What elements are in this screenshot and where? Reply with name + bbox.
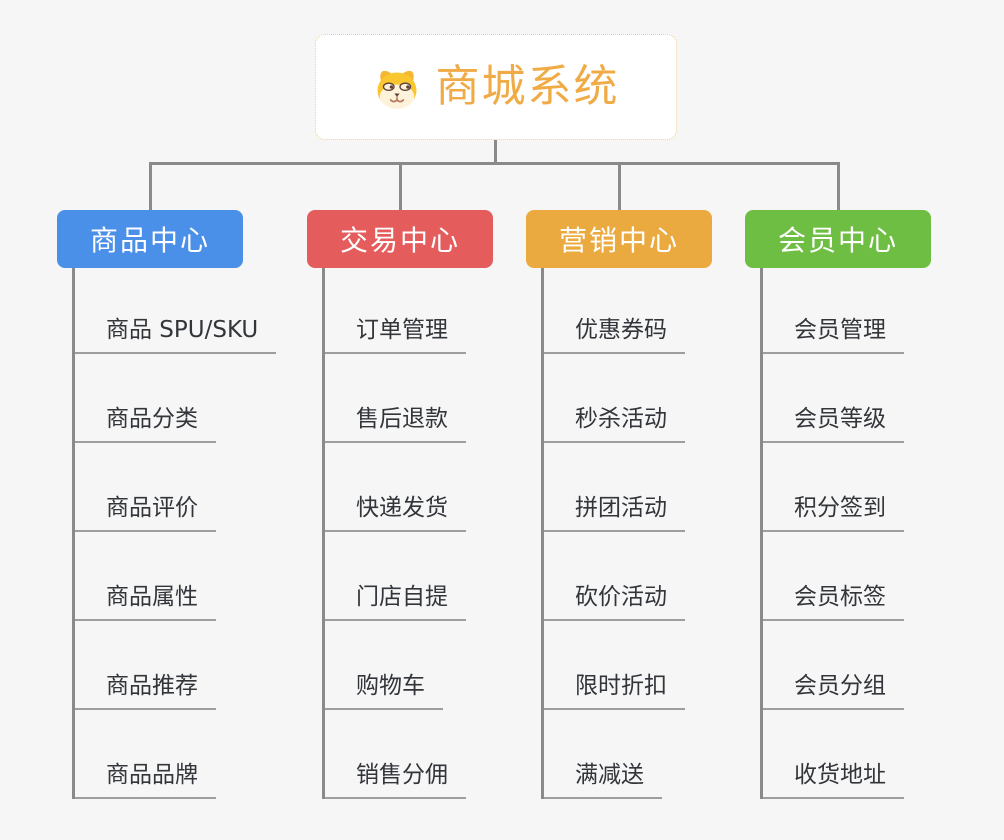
dog-face-icon (373, 65, 421, 110)
child-row: 商品评价 (57, 443, 317, 532)
child-topic[interactable]: 会员标签 (761, 584, 904, 621)
child-topic[interactable]: 商品评价 (73, 495, 216, 532)
child-topic[interactable]: 销售分佣 (323, 762, 466, 799)
branch-column: 营销中心优惠券码秒杀活动拼团活动砍价活动限时折扣满减送 (526, 210, 786, 799)
child-row: 商品属性 (57, 532, 317, 621)
child-row: 销售分佣 (307, 710, 567, 799)
branch-column: 交易中心订单管理售后退款快递发货门店自提购物车销售分佣 (307, 210, 567, 799)
branch-spine-line (541, 268, 544, 799)
child-topic[interactable]: 商品品牌 (73, 762, 216, 799)
root-node[interactable]: 商城系统 (315, 34, 677, 140)
child-row: 售后退款 (307, 354, 567, 443)
child-row: 收货地址 (745, 710, 1004, 799)
child-row: 满减送 (526, 710, 786, 799)
child-row: 秒杀活动 (526, 354, 786, 443)
root-title: 商城系统 (435, 61, 620, 112)
child-row: 商品品牌 (57, 710, 317, 799)
branch-node[interactable]: 会员中心 (745, 210, 931, 268)
child-topic[interactable]: 商品分类 (73, 406, 216, 443)
branch-spine-line (760, 268, 763, 799)
child-row: 限时折扣 (526, 621, 786, 710)
child-topic[interactable]: 会员分组 (761, 673, 904, 710)
root-stem-line (494, 140, 497, 162)
child-row: 会员等级 (745, 354, 1004, 443)
child-topic[interactable]: 限时折扣 (542, 673, 685, 710)
branch-spine-line (322, 268, 325, 799)
branch-drop-line (149, 162, 152, 210)
branch-drop-line (837, 162, 840, 210)
child-topic[interactable]: 拼团活动 (542, 495, 685, 532)
child-topic[interactable]: 门店自提 (323, 584, 466, 621)
branch-column: 商品中心商品 SPU/SKU 商品分类商品评价商品属性商品推荐商品品牌 (57, 210, 317, 799)
child-topic[interactable]: 优惠券码 (542, 317, 685, 354)
child-topic[interactable]: 快递发货 (323, 495, 466, 532)
child-row: 购物车 (307, 621, 567, 710)
child-topic[interactable]: 购物车 (323, 673, 443, 710)
child-row: 商品分类 (57, 354, 317, 443)
child-row: 砍价活动 (526, 532, 786, 621)
branch-node[interactable]: 商品中心 (57, 210, 243, 268)
child-row: 会员管理 (745, 268, 1004, 354)
child-row: 拼团活动 (526, 443, 786, 532)
child-row: 积分签到 (745, 443, 1004, 532)
child-topic[interactable]: 售后退款 (323, 406, 466, 443)
child-row: 会员分组 (745, 621, 1004, 710)
branch-rail-line (149, 162, 839, 165)
child-topic[interactable]: 订单管理 (323, 317, 466, 354)
branch-node[interactable]: 交易中心 (307, 210, 493, 268)
child-topic[interactable]: 会员管理 (761, 317, 904, 354)
child-row: 订单管理 (307, 268, 567, 354)
child-row: 优惠券码 (526, 268, 786, 354)
branch-drop-line (618, 162, 621, 210)
child-topic[interactable]: 积分签到 (761, 495, 904, 532)
child-row: 快递发货 (307, 443, 567, 532)
child-topic[interactable]: 商品推荐 (73, 673, 216, 710)
child-row: 商品推荐 (57, 621, 317, 710)
branch-drop-line (399, 162, 402, 210)
child-topic[interactable]: 会员等级 (761, 406, 904, 443)
child-row: 商品 SPU/SKU (57, 268, 317, 354)
child-topic[interactable]: 秒杀活动 (542, 406, 685, 443)
child-topic[interactable]: 砍价活动 (542, 584, 685, 621)
child-row: 会员标签 (745, 532, 1004, 621)
branch-column: 会员中心会员管理会员等级积分签到会员标签会员分组收货地址 (745, 210, 1004, 799)
child-topic[interactable]: 商品属性 (73, 584, 216, 621)
child-topic[interactable]: 收货地址 (761, 762, 904, 799)
branch-spine-line (72, 268, 75, 799)
child-topic[interactable]: 商品 SPU/SKU (73, 317, 277, 354)
branch-node[interactable]: 营销中心 (526, 210, 712, 268)
child-row: 门店自提 (307, 532, 567, 621)
child-topic[interactable]: 满减送 (542, 762, 662, 799)
